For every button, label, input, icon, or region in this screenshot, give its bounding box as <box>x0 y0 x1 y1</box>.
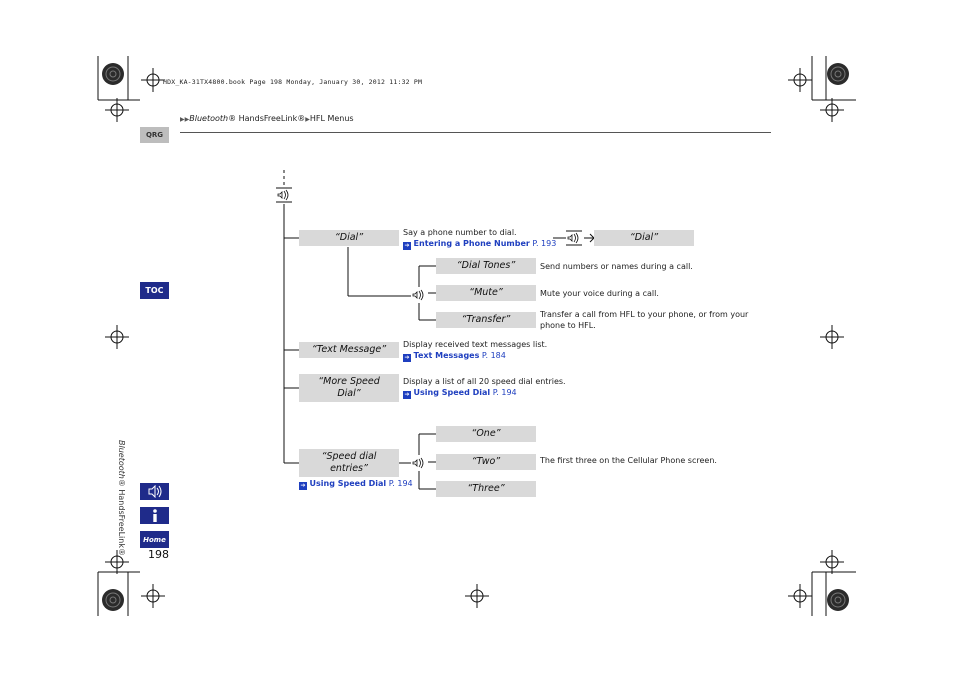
talk-icon <box>148 485 161 498</box>
command-mute: “Mute” <box>436 285 536 301</box>
talk-icon <box>411 455 427 471</box>
breadcrumb: ▶▶Bluetooth® HandsFreeLink®▶HFL Menus <box>180 114 354 123</box>
breadcrumb-item-bluetooth[interactable]: Bluetooth <box>189 114 229 123</box>
command-speed-dial-entries: “Speed dial entries” <box>299 449 399 477</box>
text-message-description: Display received text messages list. <box>403 340 548 349</box>
registration-target-icon <box>105 550 129 574</box>
transfer-description: Transfer a call from HFL to your phone, … <box>540 310 749 330</box>
breadcrumb-item-handsfreelink[interactable]: ® HandsFreeLink® <box>228 114 306 123</box>
xref-arrow-icon: ➔ <box>403 391 411 399</box>
command-transfer: “Transfer” <box>436 312 536 328</box>
command-more-speed-dial: “More Speed Dial” <box>299 374 399 402</box>
mute-description: Mute your voice during a call. <box>540 289 659 298</box>
registration-target-icon <box>788 68 812 92</box>
registration-target-icon <box>141 584 165 608</box>
command-three: “Three” <box>436 481 536 497</box>
more-speed-dial-description: Display a list of all 20 speed dial entr… <box>403 377 566 386</box>
command-dial: “Dial” <box>299 230 399 246</box>
registration-target-icon <box>788 584 812 608</box>
dial-description: Say a phone number to dial. <box>403 228 517 237</box>
voice-commands-button[interactable] <box>140 483 169 500</box>
home-button[interactable]: Home <box>140 531 169 548</box>
registration-target-icon <box>820 550 844 574</box>
qrg-tab[interactable]: QRG <box>140 127 169 143</box>
header-rule <box>180 132 771 133</box>
registration-target-icon <box>105 98 129 122</box>
book-file-line: HDX_KA-31TX4800.book Page 198 Monday, Ja… <box>163 78 423 86</box>
breadcrumb-item-hfl-menus[interactable]: HFL Menus <box>309 114 354 123</box>
talk-icon <box>566 230 595 246</box>
talk-icon <box>411 287 427 303</box>
more-speed-dial-xref-link[interactable]: ➔ Using Speed Dial P. 194 <box>403 388 517 399</box>
speed-dial-entries-xref-link[interactable]: ➔ Using Speed Dial P. 194 <box>299 479 413 490</box>
home-icon: Home <box>143 535 166 544</box>
registration-target-icon <box>141 68 165 92</box>
registration-target-icon <box>465 584 489 608</box>
xref-arrow-icon: ➔ <box>403 354 411 362</box>
command-dial-tones: “Dial Tones” <box>436 258 536 274</box>
command-dial-result: “Dial” <box>594 230 694 246</box>
command-one: “One” <box>436 426 536 442</box>
registration-target-icon <box>820 98 844 122</box>
info-icon <box>152 508 157 522</box>
dial-tones-description: Send numbers or names during a call. <box>540 262 693 271</box>
command-text-message: “Text Message” <box>299 342 399 358</box>
talk-icon <box>276 187 292 203</box>
registration-target-icon <box>105 325 129 349</box>
speed-dial-entries-description: The first three on the Cellular Phone sc… <box>540 456 717 465</box>
xref-arrow-icon: ➔ <box>299 482 307 490</box>
xref-arrow-icon: ➔ <box>403 242 411 250</box>
breadcrumb-arrow-icon: ▶ <box>305 116 310 123</box>
info-button[interactable] <box>140 507 169 524</box>
page-number: 198 <box>148 548 169 561</box>
dial-xref-link[interactable]: ➔ Entering a Phone Number P. 193 <box>403 239 557 250</box>
right-arrow-icon <box>584 233 595 243</box>
text-messages-xref-link[interactable]: ➔ Text Messages P. 184 <box>403 351 506 362</box>
command-two: “Two” <box>436 454 536 470</box>
toc-tab[interactable]: TOC <box>140 282 169 299</box>
registration-target-icon <box>820 325 844 349</box>
breadcrumb-arrow-icon: ▶▶ <box>180 116 190 123</box>
